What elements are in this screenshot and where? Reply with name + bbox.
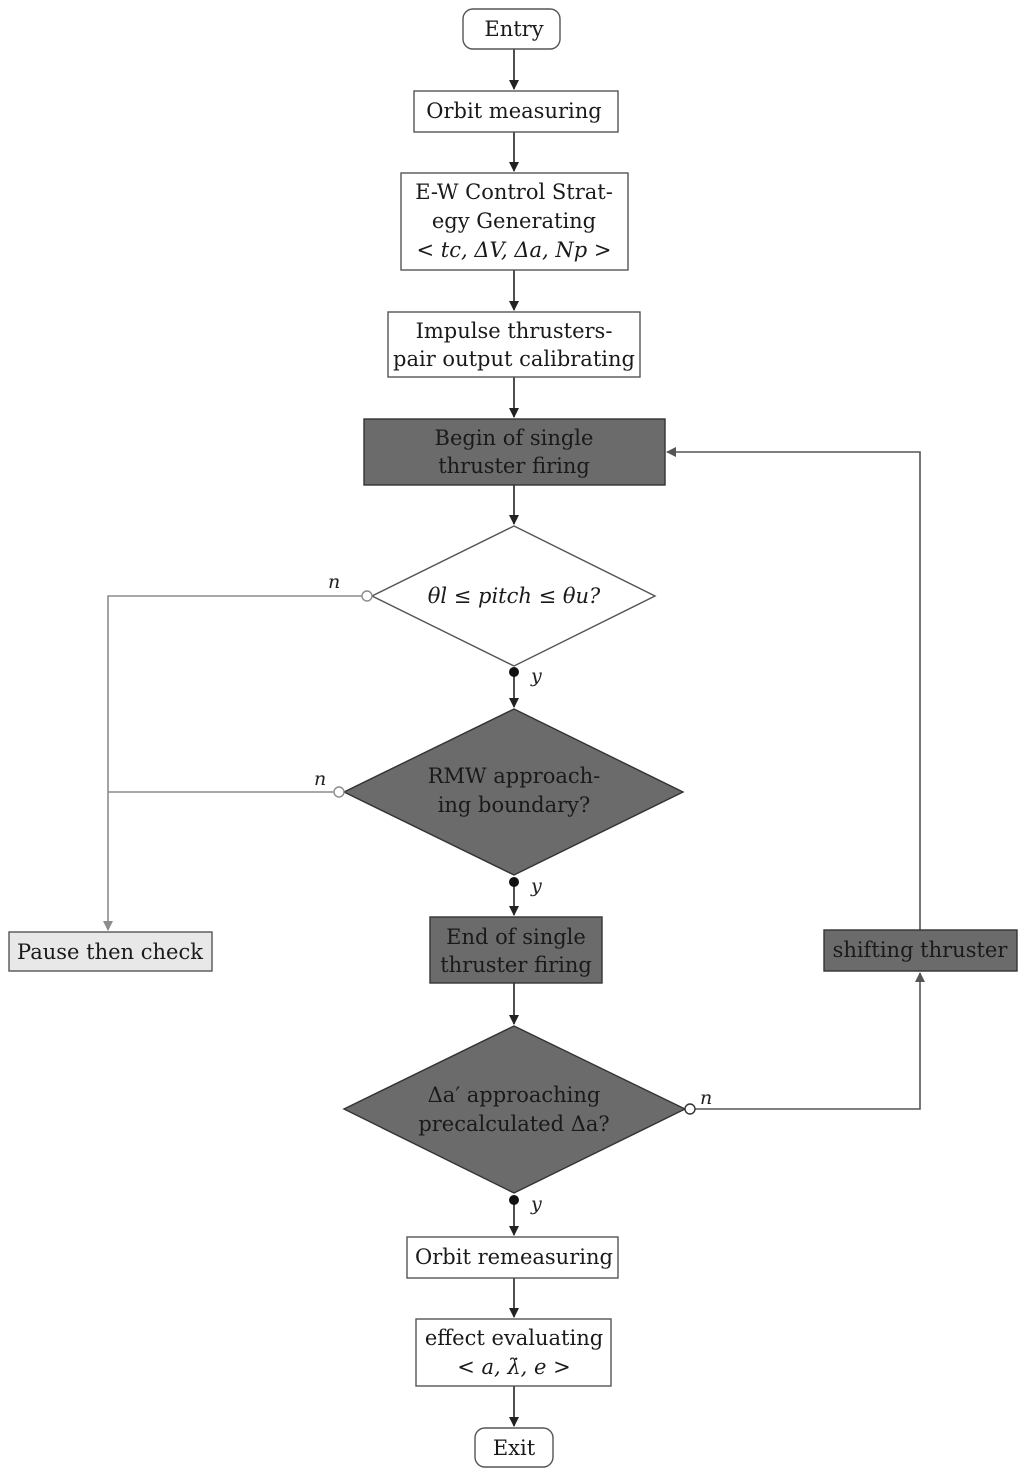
node-ew-strategy-line2: egy Generating: [432, 209, 596, 233]
node-da-check-line2: precalculated Δa?: [418, 1112, 609, 1136]
edge-labels: n y n y n y: [314, 571, 712, 1215]
node-begin-firing: Begin of single thruster firing: [363, 418, 666, 486]
node-ew-strategy-line3: < tc, ΔV, Δa, Np >: [417, 238, 612, 262]
node-calibrating-line2: pair output calibrating: [393, 347, 635, 371]
node-rmw-check-line1: RMW approach-: [428, 764, 601, 788]
dot-rmw-no: [333, 786, 345, 798]
node-shifting-label: shifting thruster: [833, 938, 1009, 962]
node-entry-label: Entry: [484, 17, 543, 41]
node-pitch-check: θl ≤ pitch ≤ θu?: [370, 525, 657, 667]
dot-pitch-no: [361, 590, 373, 602]
label-da-no: n: [700, 1087, 712, 1109]
node-ew-strategy: E-W Control Strat- egy Generating < tc, …: [400, 172, 629, 271]
node-calibrating: Impulse thrusters- pair output calibrati…: [387, 311, 641, 378]
node-rmw-check-line2: ing boundary?: [438, 793, 591, 817]
node-end-firing: End of single thruster firing: [429, 916, 603, 984]
node-orbit-remeasuring-label: Orbit remeasuring: [415, 1245, 613, 1269]
node-rmw-check: RMW approach- ing boundary?: [342, 708, 685, 876]
node-effect-eval: effect evaluating < a, λ̇, e >: [415, 1318, 612, 1387]
node-calibrating-line1: Impulse thrusters-: [416, 319, 613, 343]
node-exit-label: Exit: [493, 1436, 536, 1460]
dot-da-yes: [509, 1195, 519, 1205]
node-begin-firing-line2: thruster firing: [438, 454, 590, 478]
edge-shifting-begin: [666, 447, 921, 930]
label-pitch-no: n: [328, 571, 340, 593]
node-begin-firing-line1: Begin of single: [435, 426, 594, 450]
node-orbit-measuring-label: Orbit measuring: [426, 99, 601, 123]
node-exit: Exit: [474, 1427, 554, 1468]
label-rmw-no: n: [314, 768, 326, 790]
edge-da-no: [690, 972, 925, 1110]
node-end-firing-line2: thruster firing: [440, 953, 592, 977]
node-orbit-measuring: Orbit measuring: [413, 90, 619, 133]
label-rmw-yes: y: [530, 875, 542, 897]
label-pitch-yes: y: [530, 665, 542, 687]
node-end-firing-line1: End of single: [446, 925, 586, 949]
node-shifting: shifting thruster: [823, 929, 1018, 972]
node-entry: Entry: [462, 8, 561, 50]
edge-pitch-no: [103, 595, 367, 931]
no-branch-right: [666, 447, 925, 1110]
label-da-yes: y: [530, 1193, 542, 1215]
dot-pitch-yes: [509, 667, 519, 677]
node-da-check-line1: Δa′ approaching: [428, 1083, 601, 1107]
node-ew-strategy-line1: E-W Control Strat-: [415, 180, 613, 204]
connector-dots: [333, 590, 696, 1205]
node-pause-check-label: Pause then check: [17, 940, 203, 964]
node-da-check: Δa′ approaching precalculated Δa?: [342, 1025, 687, 1194]
dot-rmw-yes: [509, 877, 519, 887]
node-orbit-remeasuring: Orbit remeasuring: [406, 1236, 619, 1279]
node-effect-eval-line2: < a, λ̇, e >: [457, 1355, 571, 1379]
no-branches-left: [103, 595, 367, 931]
dot-da-no: [684, 1103, 696, 1115]
node-pitch-check-label: θl ≤ pitch ≤ θu?: [428, 584, 601, 608]
node-pause-check: Pause then check: [8, 931, 213, 972]
node-effect-eval-line1: effect evaluating: [425, 1326, 603, 1350]
